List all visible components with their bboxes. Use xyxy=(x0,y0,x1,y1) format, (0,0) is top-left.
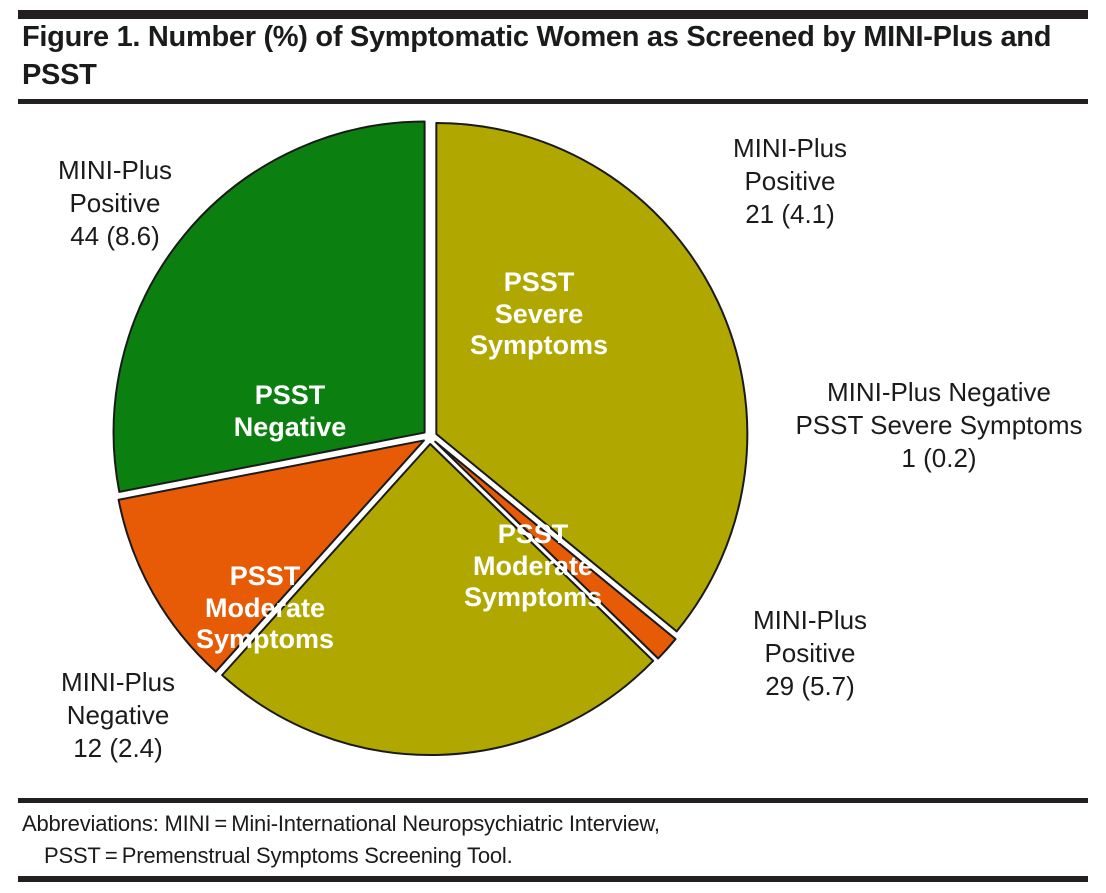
callout-mini-plus-negative-severe-1: MINI-Plus Negative PSST Severe Symptoms … xyxy=(795,377,1083,473)
rule-bottom xyxy=(18,876,1088,882)
pie-chart: PSST Severe Symptoms / MINI-Plus Positiv… xyxy=(0,104,1106,798)
callout-mini-plus-positive-21: MINI-Plus Positive 21 (4.1) xyxy=(732,133,848,229)
pie-slice-group: PSST Severe Symptoms / MINI-Plus Positiv… xyxy=(112,120,749,756)
pie-slice[interactable]: PSST Moderate Symptoms / MINI-Plus Negat… xyxy=(117,439,425,673)
pie-slice[interactable]: PSST Severe Symptoms / MINI-Plus Negativ… xyxy=(434,440,677,660)
footnote-line-2: PSST = Premenstrual Symptoms Screening T… xyxy=(44,842,513,868)
page-title: Figure 1. Number (%) of Symptomatic Wome… xyxy=(22,21,1052,91)
pie-slice[interactable]: PSST Negative / MINI-Plus Positive — 44 … xyxy=(112,120,426,493)
rule-title-bottom xyxy=(18,99,1088,104)
callout-mini-plus-positive-44: MINI-Plus Positive 44 (8.6) xyxy=(57,155,173,251)
callout-mini-plus-positive-29: MINI-Plus Positive 29 (5.7) xyxy=(752,605,868,701)
footnote: Abbreviations: MINI = Mini-International… xyxy=(22,808,1082,872)
footnote-line-1: Abbreviations: MINI = Mini-International… xyxy=(22,811,660,836)
rule-top xyxy=(18,10,1088,19)
pie-slice[interactable]: PSST Moderate Symptoms / MINI-Plus Posit… xyxy=(221,443,655,756)
rule-footnote-top xyxy=(18,798,1088,803)
pie-chart-svg: PSST Severe Symptoms / MINI-Plus Positiv… xyxy=(112,120,749,756)
pie-slice[interactable]: PSST Severe Symptoms / MINI-Plus Positiv… xyxy=(435,122,749,633)
callout-mini-plus-negative-12: MINI-Plus Negative 12 (2.4) xyxy=(60,667,176,763)
